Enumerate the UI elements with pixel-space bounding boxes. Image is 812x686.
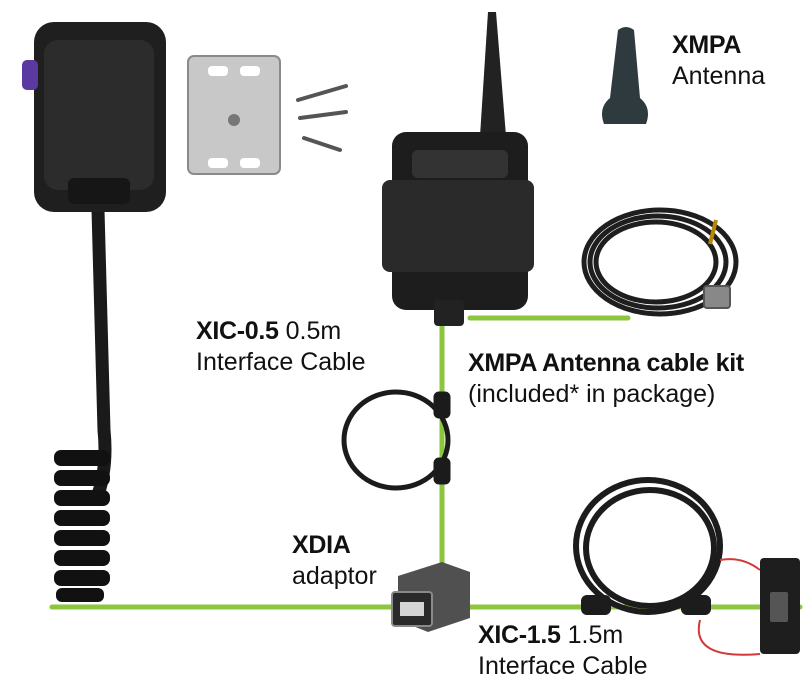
label-xdia-title: XDIA [292,531,351,559]
cable-coil-icon [341,389,451,491]
radio-icon [382,12,534,326]
screws-icon [296,84,348,152]
label-xic05-code: XIC-0.5 [196,317,279,345]
label-kit-title: XMPA Antenna cable kit [468,349,744,377]
antenna-icon [602,27,648,124]
antenna-cable-coil-icon [581,207,739,317]
adaptor-icon [391,562,470,632]
connector-board-icon [697,558,800,656]
label-xic15-code: XIC-1.5 [478,621,561,649]
label-xic05: XIC-0.5 0.5m Interface Cable [196,316,366,378]
label-xmpa-desc: Antenna [672,62,766,90]
label-xdia: XDIA adaptor [292,530,377,592]
label-xic15-desc: Interface Cable [478,652,648,680]
speaker-microphone-icon [22,22,166,602]
label-xic15: XIC-1.5 1.5m Interface Cable [478,620,648,682]
label-xmpa-title: XMPA [672,31,742,59]
label-xmpa: XMPA Antenna [672,30,765,92]
label-xic15-spec: 1.5m [567,621,624,649]
label-kit: XMPA Antenna cable kit (included* in pac… [468,348,744,410]
label-kit-desc: (included* in package) [468,380,716,408]
label-xic05-desc: Interface Cable [196,348,366,376]
label-xdia-desc: adaptor [292,562,377,590]
connection-lines [49,315,803,610]
label-xic05-spec: 0.5m [285,317,342,345]
mounting-clip-icon [187,55,281,175]
large-cable-coil-icon [573,477,723,615]
